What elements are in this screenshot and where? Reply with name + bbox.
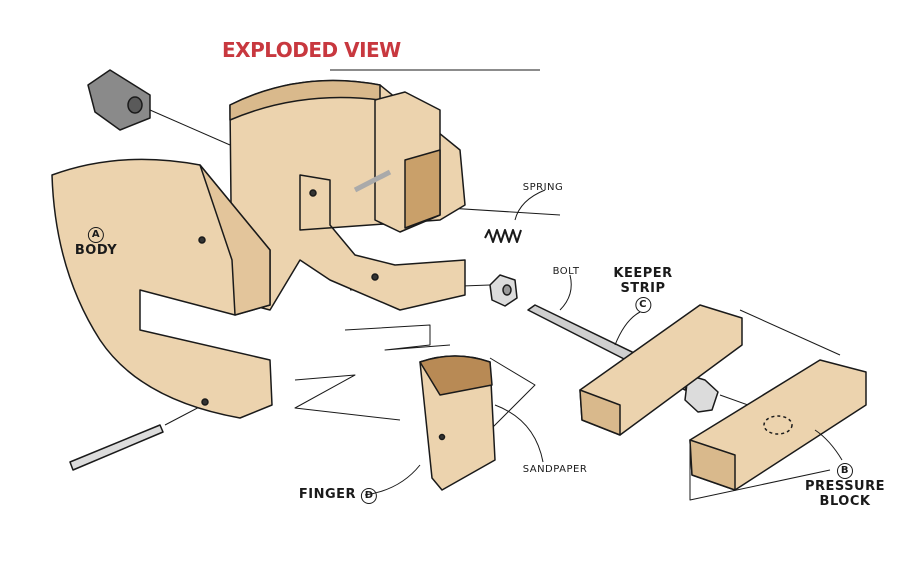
finger-part [419, 355, 496, 491]
keeper-strip-line1: KEEPER [613, 266, 673, 281]
pressure-block-label: B PRESSURE BLOCK [805, 462, 885, 509]
nut-part [489, 274, 518, 307]
finger-label: FINGER D [298, 487, 378, 504]
pressure-block-line2: BLOCK [819, 494, 871, 509]
sandpaper-label: SANDPAPER [522, 464, 588, 475]
part-letter-b: B [836, 463, 853, 479]
keeper-strip-line2: STRIP [620, 281, 666, 296]
finger-installed [353, 91, 441, 233]
diagram-title: EXPLODED VIEW [222, 38, 401, 62]
pressure-block-line1: PRESSURE [804, 479, 886, 494]
leader-lines [364, 189, 843, 496]
pin-part [69, 424, 164, 471]
part-letter-d: D [361, 488, 378, 504]
pressure-block-part [689, 359, 867, 491]
spring-part [484, 229, 522, 243]
keeper-strip-part [579, 304, 743, 436]
body-label: A BODY [75, 226, 117, 258]
spring-label: SPRING [522, 182, 564, 193]
body-label-text: BODY [74, 243, 118, 258]
knob-part [87, 69, 151, 131]
part-letter-a: A [88, 227, 104, 243]
part-letter-c: C [634, 297, 651, 313]
finger-label-text: FINGER [298, 487, 357, 502]
keeper-strip-label: KEEPER STRIP C [613, 266, 672, 313]
body-front-part [51, 158, 273, 419]
bolt-label: BOLT [552, 266, 580, 277]
